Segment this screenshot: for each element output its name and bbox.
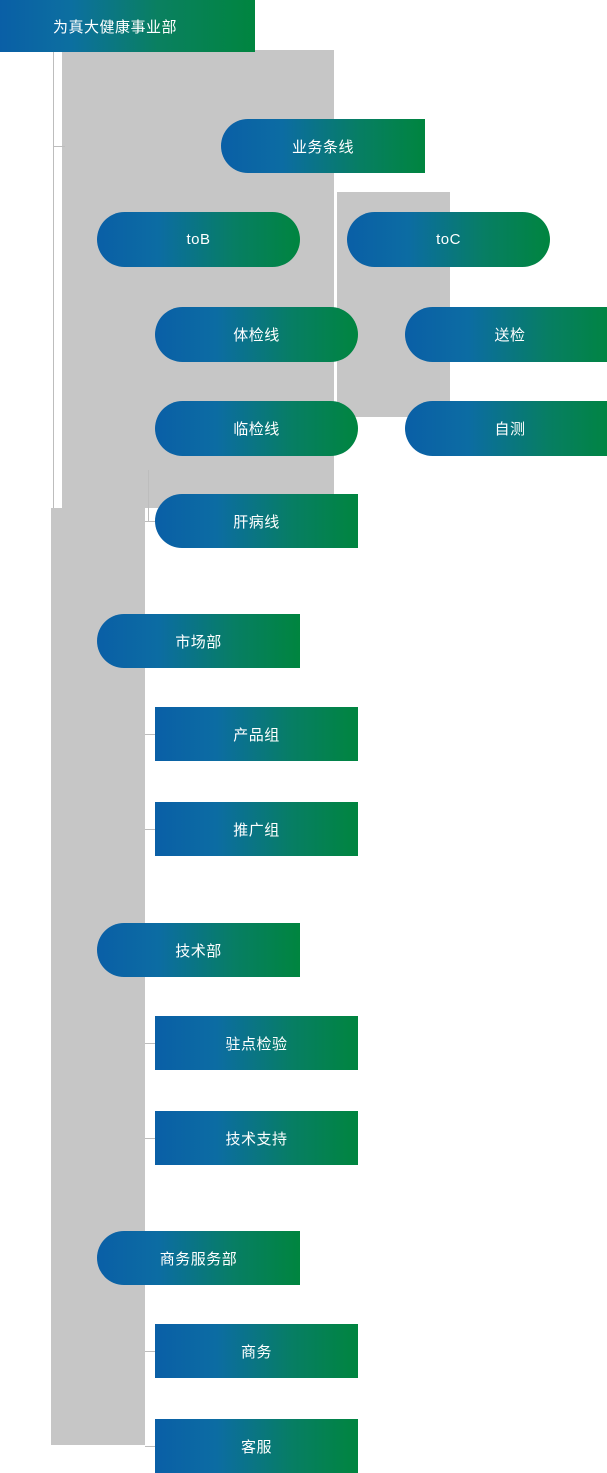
connector-tob-to-liver-line — [145, 521, 156, 522]
node-clinical-test-line-label: 临检线 — [233, 421, 280, 438]
node-business-service-dept-label: 商务服务部 — [159, 1250, 238, 1268]
node-physical-exam-line-label: 体检线 — [233, 327, 280, 344]
node-promotion-group-label: 推广组 — [233, 821, 280, 839]
node-business-line-label: 业务条线 — [291, 138, 354, 156]
node-product-group-label: 产品组 — [233, 726, 280, 744]
node-business-service-dept[interactable]: 商务服务部 — [97, 1231, 300, 1285]
node-toc[interactable]: toC — [347, 212, 550, 267]
connector-tob-vertical — [148, 470, 149, 522]
node-customer-service[interactable]: 客服 — [155, 1419, 358, 1473]
page-title-label: 为真大健康事业部 — [53, 18, 178, 36]
connector-market-to-promotion-group — [145, 829, 156, 830]
node-clinical-test-line[interactable]: 临检线 — [155, 401, 358, 456]
node-market-dept[interactable]: 市场部 — [97, 614, 300, 668]
connector-root-vertical — [53, 52, 54, 508]
node-tob[interactable]: toB — [97, 212, 300, 267]
node-business-label: 商务 — [240, 1343, 272, 1361]
node-customer-service-label: 客服 — [240, 1438, 272, 1456]
connector-root-to-business-line — [53, 146, 65, 147]
node-tech-dept-label: 技术部 — [175, 942, 222, 960]
connector-tech-to-onsite-inspection — [145, 1043, 156, 1044]
node-tech-support-label: 技术支持 — [225, 1130, 288, 1148]
node-market-dept-label: 市场部 — [175, 633, 222, 651]
node-send-test-label: 送检 — [494, 327, 526, 344]
node-self-test[interactable]: 自测 — [405, 401, 607, 456]
connector-market-to-product-group — [145, 734, 156, 735]
connector-service-to-business — [145, 1351, 156, 1352]
connector-service-to-customer-service — [145, 1446, 156, 1447]
node-business-line[interactable]: 业务条线 — [221, 119, 425, 173]
node-liver-disease-line-label: 肝病线 — [233, 513, 280, 531]
node-onsite-inspection[interactable]: 驻点检验 — [155, 1016, 358, 1070]
node-promotion-group[interactable]: 推广组 — [155, 802, 358, 856]
node-tech-support[interactable]: 技术支持 — [155, 1111, 358, 1165]
node-physical-exam-line[interactable]: 体检线 — [155, 307, 358, 362]
node-toc-label: toC — [436, 231, 461, 248]
node-tob-label: toB — [186, 231, 211, 248]
node-self-test-label: 自测 — [494, 421, 526, 438]
connector-tech-to-tech-support — [145, 1138, 156, 1139]
node-onsite-inspection-label: 驻点检验 — [225, 1035, 288, 1053]
page-title: 为真大健康事业部 — [0, 0, 255, 52]
node-tech-dept[interactable]: 技术部 — [97, 923, 300, 977]
node-send-test[interactable]: 送检 — [405, 307, 607, 362]
node-business[interactable]: 商务 — [155, 1324, 358, 1378]
node-product-group[interactable]: 产品组 — [155, 707, 358, 761]
node-liver-disease-line[interactable]: 肝病线 — [155, 494, 358, 548]
